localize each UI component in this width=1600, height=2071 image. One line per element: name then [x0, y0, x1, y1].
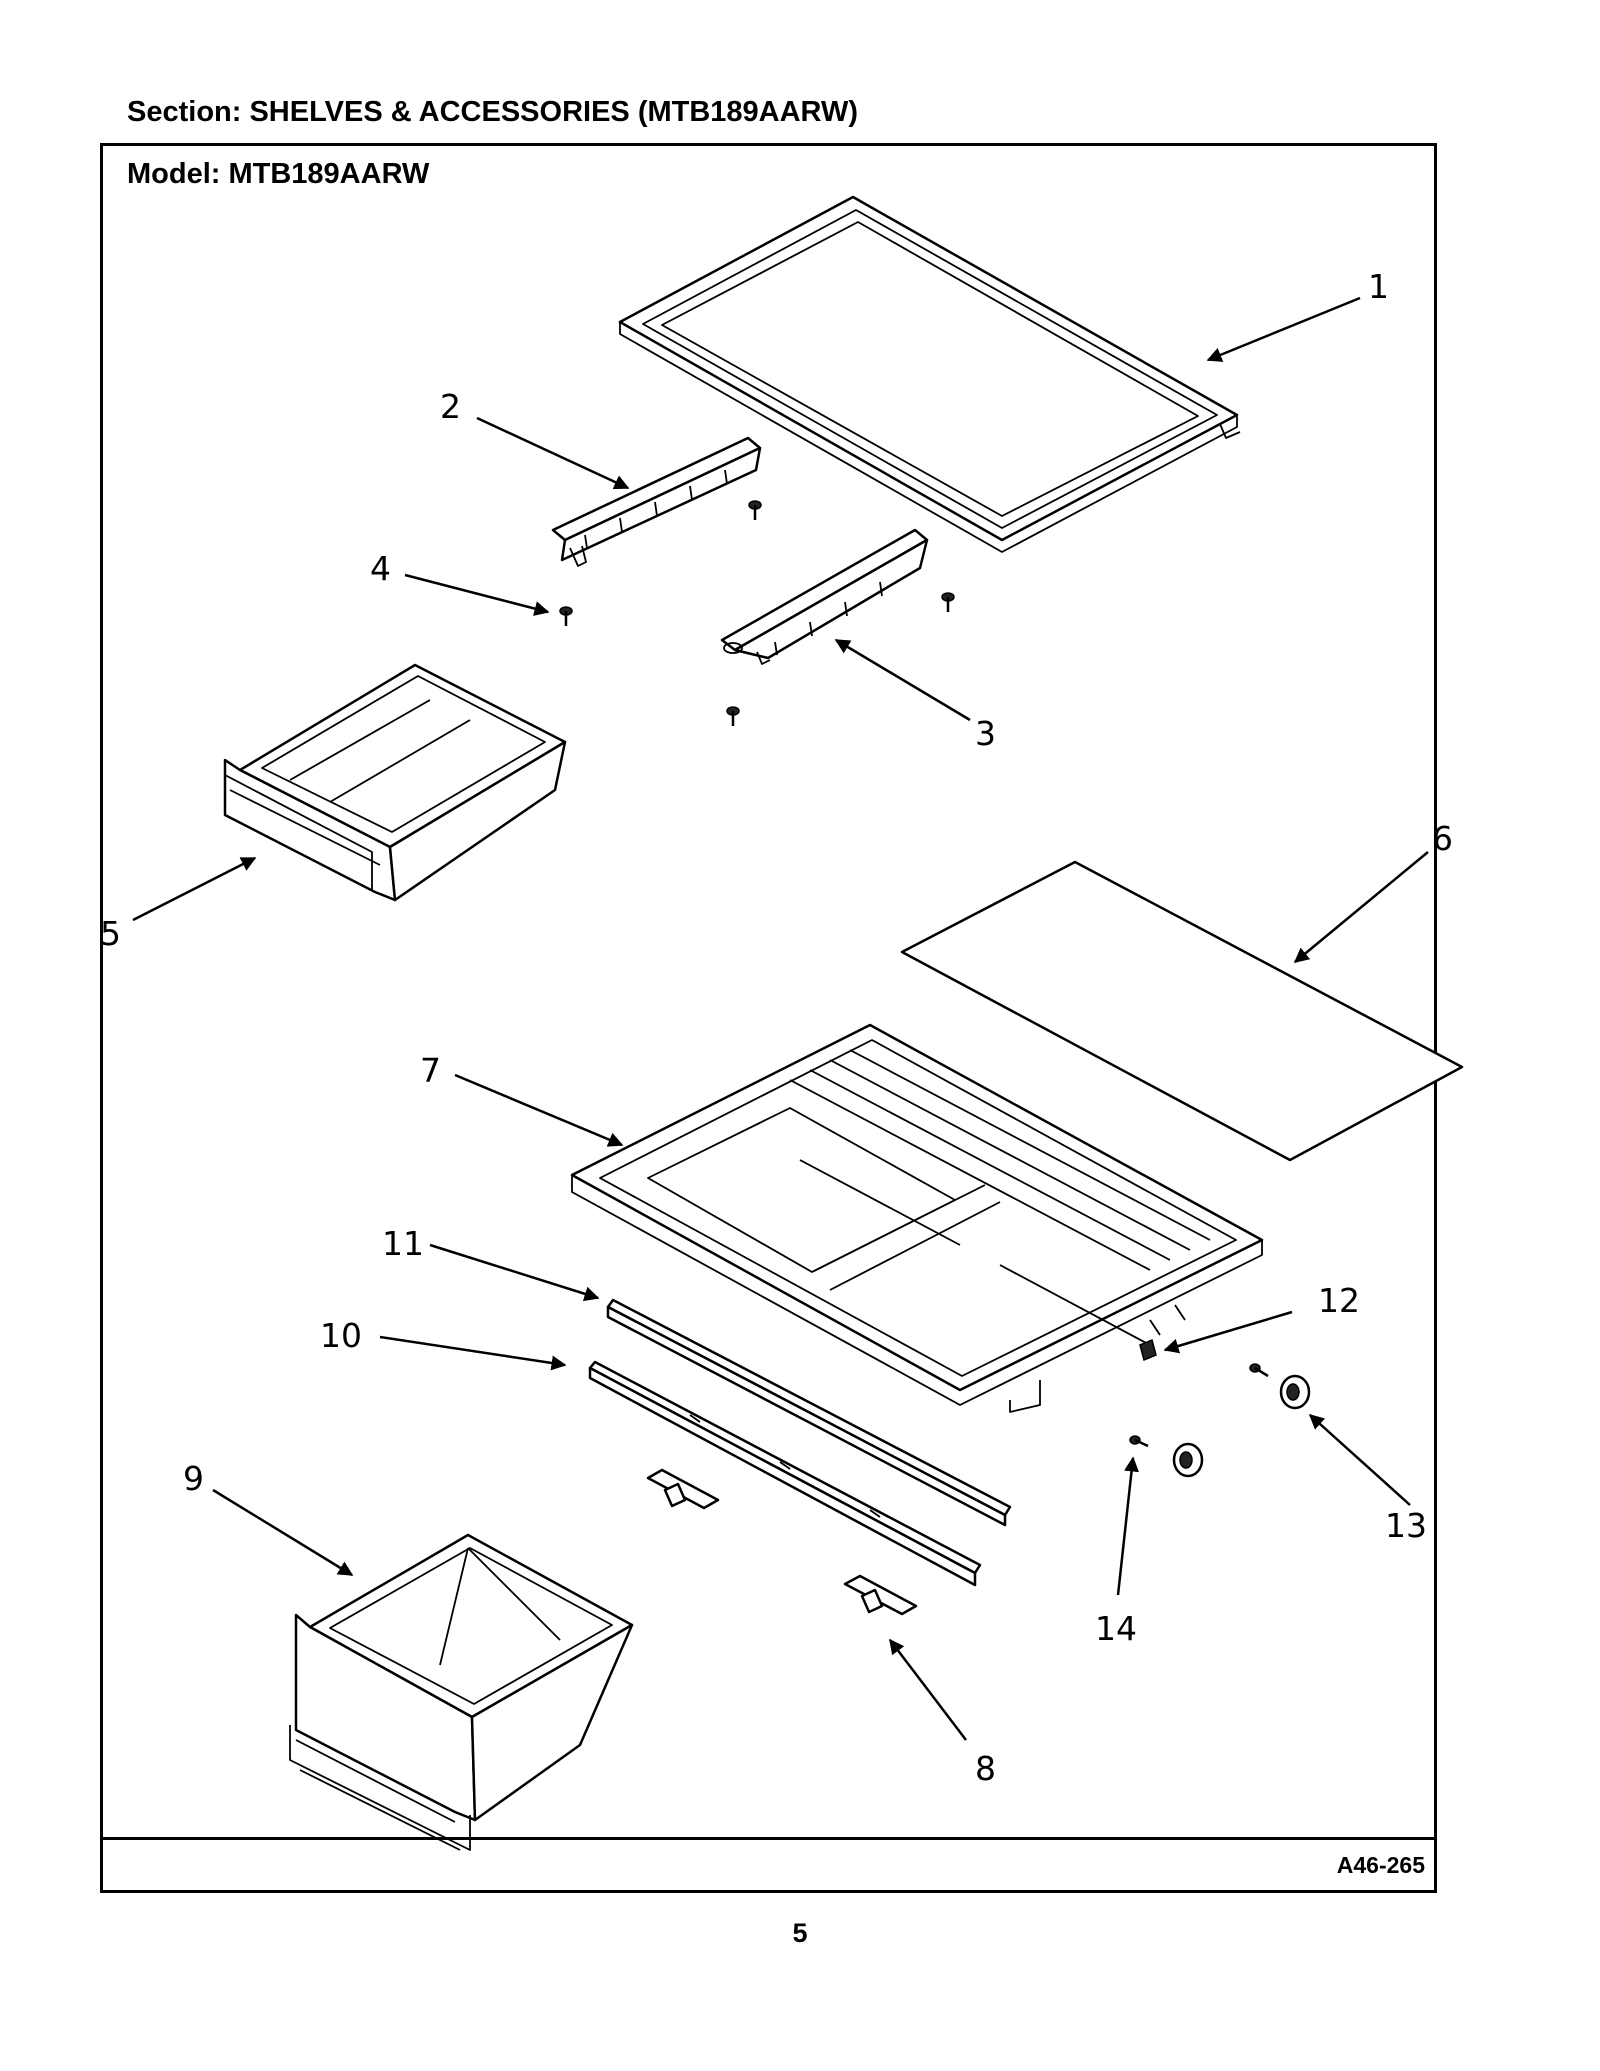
- part-11-glass-trim: [606, 1298, 1012, 1527]
- callout-7: 7: [420, 1051, 441, 1090]
- callout-4: 4: [370, 549, 391, 588]
- callout-10: 10: [320, 1316, 362, 1355]
- part-10-front-rail: [588, 1360, 982, 1587]
- callout-13: 13: [1385, 1506, 1427, 1545]
- section-title: Section: SHELVES & ACCESSORIES (MTB189AA…: [127, 96, 859, 128]
- part-8-slide-clips: [646, 1468, 918, 1616]
- part-9-crisper-drawer: [289, 1533, 634, 1851]
- callout-3: 3: [975, 714, 996, 753]
- part-6-cover-glass: [900, 860, 1464, 1162]
- callout-6: 6: [1432, 819, 1453, 858]
- leader-11: [429, 1243, 600, 1302]
- leader-5: [132, 856, 257, 922]
- leader-4: [404, 573, 550, 616]
- part-7-crisper-cover-frame: [570, 1023, 1264, 1413]
- part-5-small-drawer: [223, 663, 567, 902]
- leader-3: [834, 638, 971, 722]
- leader-8: [889, 1638, 967, 1741]
- leader-6: [1293, 851, 1429, 963]
- leader-13: [1308, 1413, 1411, 1506]
- part-1-glass-shelf: [618, 195, 1241, 553]
- leader-1: [1206, 296, 1361, 362]
- callout-9: 9: [183, 1459, 204, 1498]
- leader-9: [212, 1488, 354, 1577]
- leader-14: [1116, 1456, 1139, 1596]
- callout-1: 1: [1368, 267, 1389, 306]
- callout-numbers: 1 2 3 4 5 6 7 8 9 10 11 12 13 14: [100, 267, 1453, 1788]
- model-label: Model: MTB189AARW: [127, 158, 430, 190]
- part-14-roller-screw: [1129, 1435, 1204, 1478]
- part-2-shelf-bracket: [551, 436, 762, 567]
- callout-5: 5: [100, 914, 121, 953]
- callout-11: 11: [382, 1224, 424, 1263]
- part-12-side-rail: [1139, 1338, 1157, 1362]
- part-13-roller: [1249, 1363, 1311, 1410]
- leader-arrows: [132, 296, 1429, 1741]
- diagram-frame: [100, 143, 1437, 1893]
- leader-2: [476, 416, 630, 490]
- callout-14: 14: [1095, 1609, 1137, 1648]
- leader-7: [454, 1073, 624, 1147]
- page-number: 5: [792, 1918, 808, 1948]
- part-3-shelf-bracket: [720, 528, 929, 665]
- part-4-screws: [559, 500, 955, 726]
- leader-10: [379, 1335, 567, 1371]
- callout-2: 2: [440, 387, 461, 426]
- leader-12: [1163, 1310, 1293, 1354]
- drawing-code: A46-265: [1336, 1852, 1425, 1878]
- callout-12: 12: [1318, 1281, 1360, 1320]
- callout-8: 8: [975, 1749, 996, 1788]
- footer-divider: [100, 1837, 1437, 1840]
